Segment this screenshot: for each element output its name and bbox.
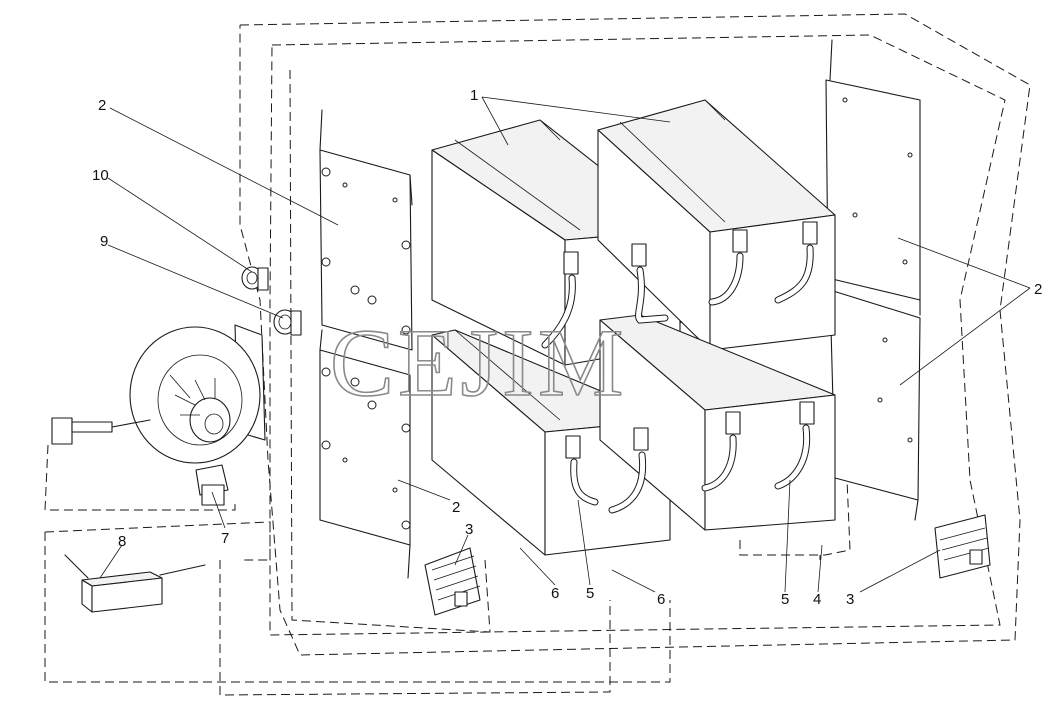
battery-top-right — [597, 99, 836, 351]
cables — [541, 244, 814, 514]
switch-box-8 — [64, 554, 206, 613]
relay-7 — [195, 464, 229, 506]
left-panel-lower — [319, 329, 411, 579]
terminal-block-left — [424, 547, 481, 616]
terminal-block-right — [934, 514, 991, 579]
callout-2-upper-left: 2 — [98, 97, 106, 114]
callout-labels: 1 2 10 9 2 2 3 7 8 6 5 6 5 4 3 — [92, 87, 1042, 608]
callout-2-lower-left: 2 — [452, 499, 460, 516]
callout-10: 10 — [92, 167, 109, 184]
callout-9: 9 — [100, 233, 108, 250]
terminals — [563, 221, 818, 459]
callout-3-left: 3 — [465, 521, 473, 538]
watermark-text: CEJIM — [330, 309, 627, 416]
blower-fan — [129, 324, 266, 464]
callout-7: 7 — [221, 530, 229, 547]
connector-9 — [273, 309, 302, 336]
right-panel-lower — [829, 289, 921, 521]
callout-3-right: 3 — [846, 591, 854, 608]
connector-10 — [241, 266, 269, 291]
callout-1: 1 — [470, 87, 478, 104]
callout-4: 4 — [813, 591, 821, 608]
callout-5-right: 5 — [781, 591, 789, 608]
callout-6-left: 6 — [551, 585, 559, 602]
socket-plug — [51, 417, 151, 445]
right-panel-upper — [825, 39, 921, 316]
callout-5-left: 5 — [586, 585, 594, 602]
leader-lines — [99, 96, 1031, 593]
left-panel-upper — [319, 109, 413, 351]
callout-2-right: 2 — [1034, 281, 1042, 298]
callout-6-right: 6 — [657, 591, 665, 608]
callout-8: 8 — [118, 533, 126, 550]
